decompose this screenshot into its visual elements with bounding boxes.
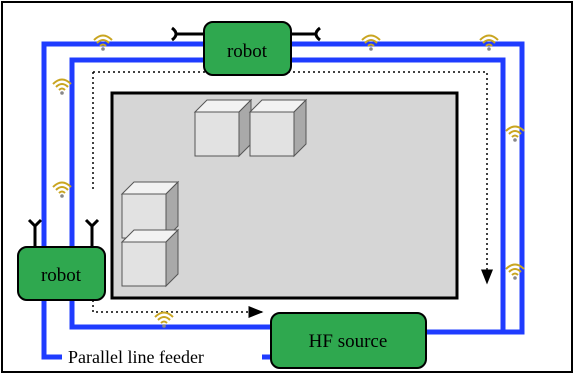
robot-left-body <box>17 246 106 301</box>
robot-top-label: robot <box>227 41 268 62</box>
cube-icon <box>121 229 179 287</box>
robot-left-label: robot <box>41 265 82 286</box>
robot-top: robot <box>171 21 321 76</box>
wifi-signal-icon <box>52 78 72 96</box>
feeder-inner-line <box>69 57 506 332</box>
robot-left: robot <box>17 218 106 301</box>
hf-source: HF source <box>270 312 427 369</box>
antenna-icon <box>27 218 100 249</box>
wifi-signal-icon <box>52 181 72 199</box>
robot-top-body <box>203 21 292 76</box>
feeder-label-bg <box>62 344 262 368</box>
cube-icon <box>249 99 307 157</box>
hf-source-label: HF source <box>309 331 388 352</box>
robot-path-bottom <box>92 300 264 318</box>
antenna-icon <box>171 26 321 42</box>
cube-icon <box>194 99 252 157</box>
hf-source-body <box>270 312 427 369</box>
feeder-label: Parallel line feeder <box>68 347 204 367</box>
